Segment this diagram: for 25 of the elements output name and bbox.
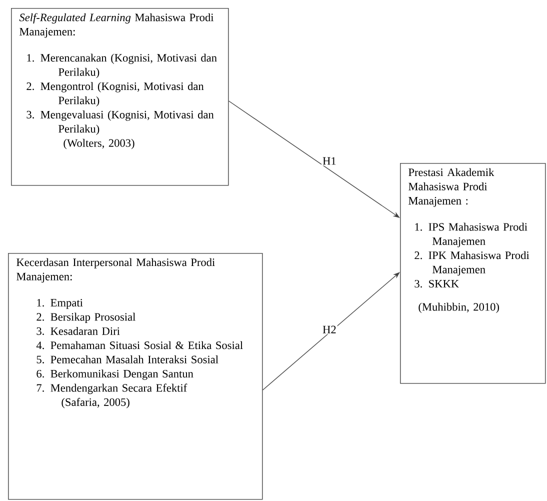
arrow bbox=[262, 272, 400, 390]
text-box bbox=[11, 8, 229, 186]
text-box bbox=[400, 163, 546, 384]
list-item: 4. Pemahaman Situasi Sosial & Etika Sosial bbox=[36, 341, 243, 350]
heading: Kecerdasan Interpersonal Mahasiswa Prodi Manajemen: bbox=[16, 258, 215, 283]
list-item: 3. Mengevaluasi (Kognisi, Motivasi dan Perilaku) bbox=[26, 110, 214, 135]
list-item: 5. Pemecahan Masalah Interaksi Sosial bbox=[36, 355, 218, 364]
list-item: 1. Merencanakan (Kognisi, Motivasi dan Perilaku) bbox=[27, 54, 217, 78]
text-box bbox=[8, 253, 263, 500]
list-item: 3. SKKK bbox=[414, 280, 459, 288]
list-item: 1. IPS Mahasiswa Prodi Manajemen bbox=[415, 222, 528, 248]
citation: (Safaria, 2005) bbox=[62, 398, 130, 408]
heading: Self-Regulated Learning Mahasiswa Prodi Manajemen: bbox=[19, 13, 214, 38]
list-item: 2. Bersikap Prososial bbox=[36, 312, 136, 324]
heading: Prestasi Akademik Mahasiswa Prodi Manajemen : bbox=[408, 168, 494, 207]
list-item: 7. Mendengarkan Secara Efektif bbox=[36, 384, 188, 394]
list-item: 6. Berkomunikasi Dengan Santun bbox=[36, 370, 194, 380]
edge-label: H2 bbox=[322, 326, 336, 334]
list-item: 2. IPK Mahasiswa Prodi Manajemen bbox=[414, 251, 530, 276]
list-item: 3. Kesadaran Diri bbox=[36, 327, 120, 335]
edge-label: H1 bbox=[322, 157, 336, 165]
list-item: 1. Empati bbox=[37, 298, 83, 309]
citation: (Wolters, 2003) bbox=[64, 138, 134, 150]
citation: (Muhibbin, 2010) bbox=[418, 302, 499, 314]
list-item: 2. Mengontrol (Kognisi, Motivasi dan Perilaku) bbox=[26, 82, 204, 107]
